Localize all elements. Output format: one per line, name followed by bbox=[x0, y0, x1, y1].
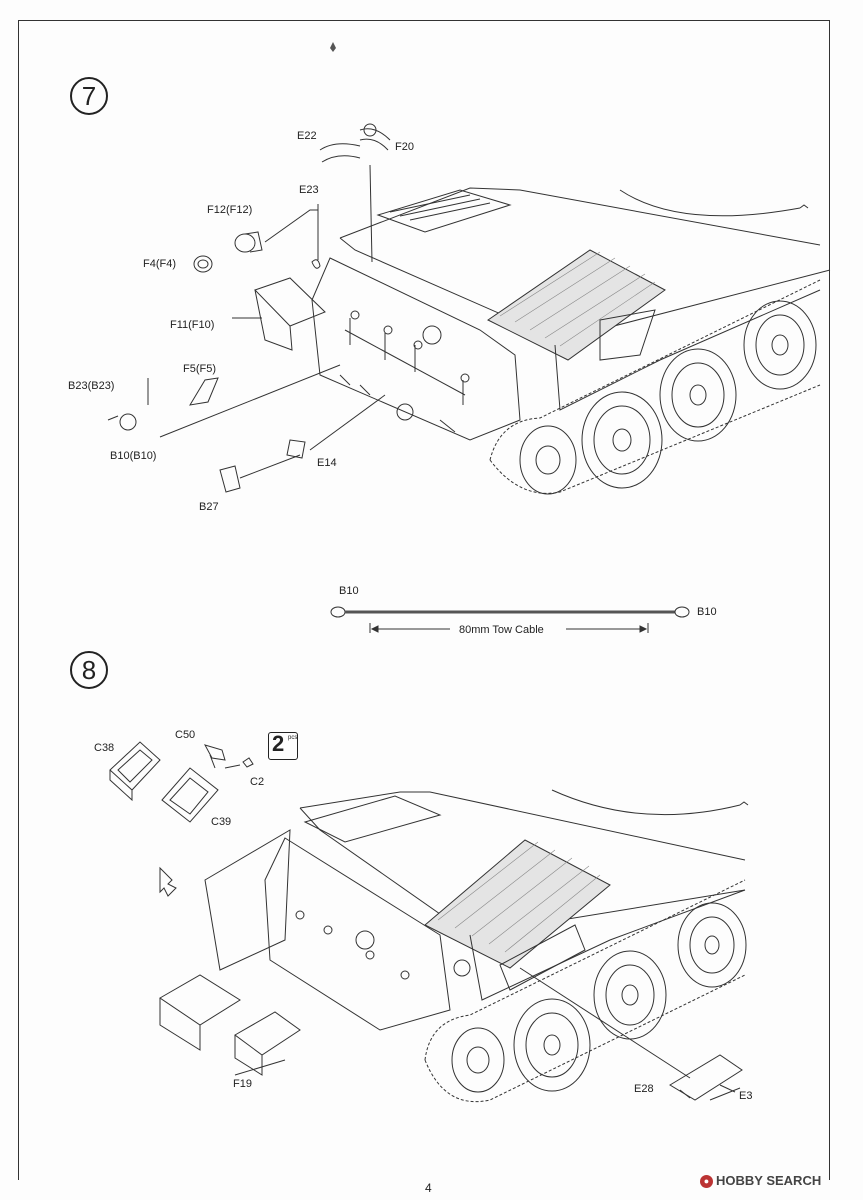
part-label-f12: F12(F12) bbox=[207, 204, 253, 216]
step8-hull bbox=[159, 789, 749, 1103]
step-number-7: 7 bbox=[70, 77, 108, 115]
part-label-c2: C2 bbox=[250, 776, 265, 788]
part-label-f11: F11(F10) bbox=[170, 319, 215, 331]
quantity-unit: pcs bbox=[288, 735, 298, 741]
step7-parts bbox=[107, 123, 391, 493]
part-label-f4: F4(F4) bbox=[143, 258, 176, 270]
cable-caption: 80mm Tow Cable bbox=[459, 624, 544, 636]
part-label-b10: B10(B10) bbox=[110, 450, 157, 462]
part-label-b23: B23(B23) bbox=[68, 380, 115, 392]
watermark-logo-icon: ● bbox=[700, 1175, 713, 1188]
watermark-text: HOBBY SEARCH bbox=[716, 1173, 822, 1188]
page-number: 4 bbox=[425, 1181, 432, 1195]
quantity-count: 2 bbox=[272, 731, 285, 756]
quantity-badge: 2 pcs bbox=[268, 731, 298, 760]
part-label-e28: E28 bbox=[634, 1083, 654, 1095]
part-label-e22: E22 bbox=[297, 130, 317, 142]
part-label-f5: F5(F5) bbox=[183, 363, 216, 375]
step-number-8: 8 bbox=[70, 651, 108, 689]
step7-hull bbox=[311, 187, 831, 495]
cable-left-label: B10 bbox=[339, 585, 359, 597]
part-label-e14: E14 bbox=[317, 457, 337, 469]
part-label-c38: C38 bbox=[94, 742, 115, 754]
part-label-f20: F20 bbox=[395, 141, 414, 153]
tow-cable-drawing bbox=[330, 606, 690, 633]
watermark: ●HOBBY SEARCH bbox=[700, 1173, 821, 1188]
part-label-c50: C50 bbox=[175, 729, 196, 741]
part-label-f19: F19 bbox=[233, 1078, 252, 1090]
part-label-e3: E3 bbox=[739, 1090, 753, 1102]
part-label-b27: B27 bbox=[199, 501, 219, 513]
part-label-e23: E23 bbox=[299, 184, 319, 196]
page-frame bbox=[18, 20, 830, 1180]
part-label-c39: C39 bbox=[211, 816, 232, 828]
cable-right-label: B10 bbox=[697, 606, 717, 618]
step8-parts bbox=[109, 741, 743, 1101]
